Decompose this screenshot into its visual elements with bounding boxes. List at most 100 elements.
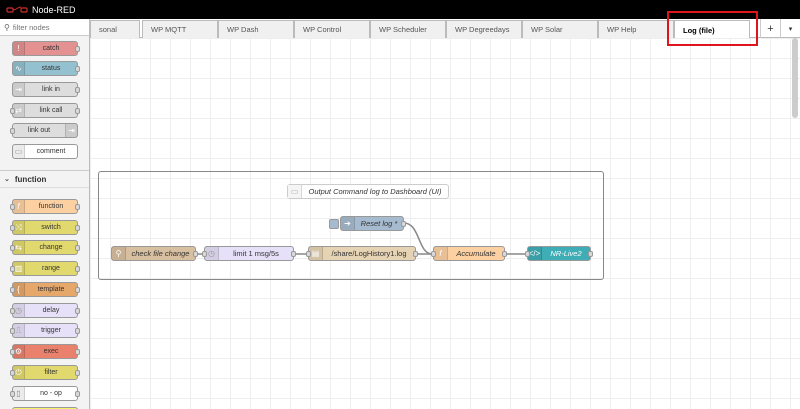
output-port — [75, 225, 80, 231]
workspace-scrollbar[interactable] — [792, 38, 798, 118]
arrow-right-icon: ➔ — [341, 217, 355, 230]
chevron-down-icon: ⌄ — [4, 176, 10, 183]
flow-node-limit[interactable]: ◷ limit 1 msg/5s — [202, 246, 296, 261]
clock-icon: ◷ — [205, 247, 219, 260]
link-icon: ⇥ — [13, 83, 25, 96]
output-port — [75, 391, 80, 397]
tab-wp-help[interactable]: WP Help — [598, 20, 674, 38]
search-icon: ⚲ — [112, 247, 126, 260]
input-port — [10, 225, 15, 231]
flow-comment-node[interactable]: ▭ Output Command log to Dashboard (UI) — [287, 184, 449, 199]
tab-personal[interactable]: sonal — [90, 20, 140, 38]
palette-node-comment[interactable]: ▭ comment — [12, 144, 78, 159]
input-port — [431, 251, 436, 257]
input-port — [10, 204, 15, 210]
palette-node-link-out[interactable]: link out ⇥ — [10, 123, 78, 138]
tab-wp-mqtt[interactable]: WP MQTT — [142, 20, 218, 38]
output-port — [193, 251, 198, 257]
flow-workspace[interactable] — [90, 38, 800, 409]
filter-nodes-input[interactable] — [12, 22, 83, 32]
input-port — [525, 251, 530, 257]
flow-node-nr-live2[interactable]: </> NR-Live2 — [525, 246, 593, 261]
palette-node-filter[interactable]: ⏻ filter — [10, 365, 80, 380]
filter-icon: ⏻ — [13, 366, 25, 379]
palette-node-trigger[interactable]: ⎍ trigger — [10, 323, 80, 338]
input-port — [10, 108, 15, 114]
code-icon: </> — [528, 247, 542, 260]
trigger-icon: ⎍ — [13, 324, 25, 337]
add-tab-button[interactable]: + — [760, 19, 780, 38]
palette-node-link-in[interactable]: ⇥ link in — [12, 82, 80, 97]
tab-wp-solar[interactable]: WP Solar — [522, 20, 598, 38]
shuffle-icon: ⇆ — [13, 241, 25, 254]
exclamation-icon: ! — [13, 42, 25, 55]
flow-node-accumulate[interactable]: f Accumulate — [431, 246, 507, 261]
palette-node-range[interactable]: ▥ range — [10, 261, 80, 276]
tab-wp-dash[interactable]: WP Dash — [218, 20, 294, 38]
palette-node-catch[interactable]: ! catch — [12, 41, 80, 56]
palette-node-exec[interactable]: ⚙ exec — [10, 344, 80, 359]
flow-group[interactable] — [98, 171, 604, 280]
input-port — [10, 245, 15, 251]
palette-node-function[interactable]: f function — [10, 199, 80, 214]
app-header: Node-RED — [0, 0, 800, 19]
tab-log-file[interactable]: Log (file) — [674, 20, 750, 39]
workspace-tabs: sonal WP MQTT WP Dash WP Control WP Sche… — [90, 19, 800, 39]
output-port — [413, 251, 418, 257]
input-port — [10, 391, 15, 397]
palette-filter[interactable]: ⚲ — [0, 19, 89, 36]
palette-category-function[interactable]: ⌄ function — [0, 170, 89, 188]
output-port — [75, 204, 80, 210]
palette-node-template[interactable]: { template — [10, 282, 80, 297]
output-port — [291, 251, 296, 257]
output-port — [75, 87, 80, 93]
app-title: Node-RED — [32, 4, 76, 15]
function-icon: f — [434, 247, 448, 260]
tab-menu-button[interactable]: ▾ — [780, 19, 800, 38]
comment-icon: ▭ — [288, 185, 302, 198]
brace-icon: { — [13, 283, 25, 296]
input-port — [10, 349, 15, 355]
input-port — [10, 308, 15, 314]
palette-node-delay[interactable]: ◷ delay — [10, 303, 80, 318]
flow-node-check-file-change[interactable]: ⚲ check file change — [111, 246, 198, 261]
output-port — [588, 251, 593, 257]
pulse-icon: ∿ — [13, 62, 25, 75]
link-icon: ⇄ — [13, 104, 25, 117]
input-port — [10, 128, 15, 134]
range-icon: ▥ — [13, 262, 25, 275]
tab-wp-scheduler[interactable]: WP Scheduler — [370, 20, 446, 38]
search-icon: ⚲ — [4, 22, 10, 32]
inject-trigger-button[interactable] — [329, 219, 339, 229]
tab-wp-degreedays[interactable]: WP Degreedays — [446, 20, 522, 38]
output-port — [75, 66, 80, 72]
node-red-logo-icon — [6, 6, 28, 13]
palette-node-no-op[interactable]: ▯ no - op — [10, 386, 80, 401]
node-palette: ⚲ ! catch ∿ status ⇥ link in ⇄ link call… — [0, 19, 90, 409]
palette-node-partial[interactable] — [12, 407, 78, 409]
palette-node-status[interactable]: ∿ status — [12, 61, 80, 76]
output-port — [75, 287, 80, 293]
flow-node-reset-log[interactable]: ➔ Reset log * — [340, 216, 406, 231]
tab-wp-control[interactable]: WP Control — [294, 20, 370, 38]
palette-node-switch[interactable]: ⤨ switch — [10, 220, 80, 235]
input-port — [10, 370, 15, 376]
palette-node-change[interactable]: ⇆ change — [10, 240, 80, 255]
input-port — [10, 328, 15, 334]
output-port — [75, 46, 80, 52]
output-port — [75, 328, 80, 334]
comment-icon: ▭ — [13, 145, 25, 158]
plug-icon: ▯ — [13, 387, 25, 400]
output-port — [75, 349, 80, 355]
flow-node-log-file[interactable]: ▤ /share/LogHistory1.log — [306, 246, 418, 261]
output-port — [75, 245, 80, 251]
output-port — [502, 251, 507, 257]
cog-icon: ⚙ — [13, 345, 25, 358]
clock-icon: ◷ — [13, 304, 25, 317]
input-port — [10, 266, 15, 272]
palette-node-link-call[interactable]: ⇄ link call — [10, 103, 80, 118]
input-port — [10, 287, 15, 293]
function-icon: f — [13, 200, 25, 213]
tab-highlight-box — [667, 11, 758, 46]
output-port — [401, 221, 406, 227]
